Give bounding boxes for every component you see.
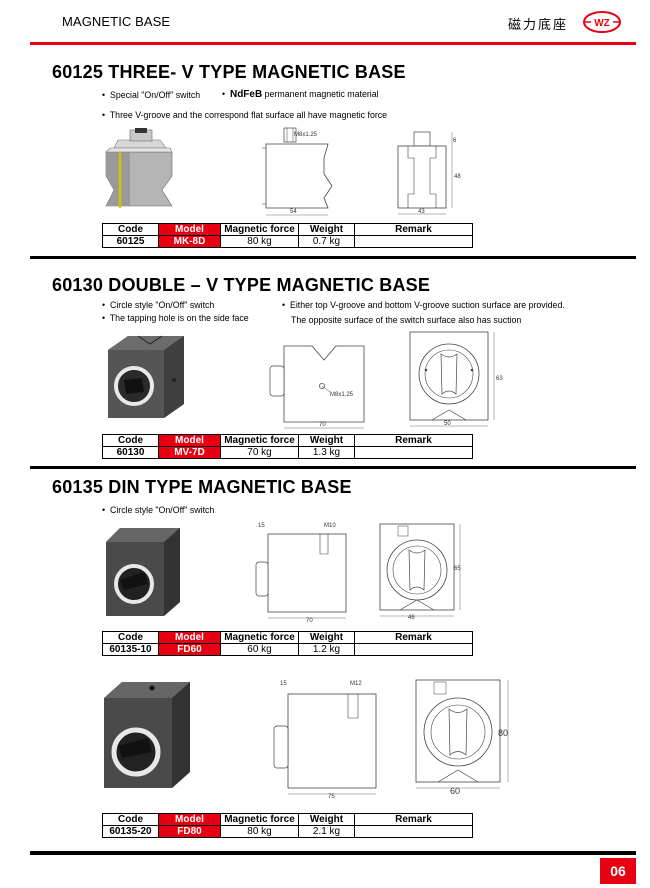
technical-drawing-60125-front: 54 M8x1.25 <box>262 127 333 216</box>
bullet: • Either top V-groove and bottom V-groov… <box>282 300 565 310</box>
section-separator <box>30 256 636 259</box>
page-header-chinese: 磁力底座 <box>508 18 569 33</box>
bullet: • Special "On/Off" switch <box>102 90 201 100</box>
col-header-force: Magnetic force <box>220 813 299 826</box>
remark-cell <box>354 643 473 656</box>
col-header-model: Model <box>158 434 221 447</box>
table-row: 60135-10 FD60 60 kg 1.2 kg <box>102 643 473 656</box>
dimension-label: 65 <box>454 566 461 572</box>
force-cell: 80 kg <box>220 825 299 838</box>
technical-drawing-60130-side: 63 50 <box>409 331 503 427</box>
page-number: 06 <box>600 858 636 884</box>
code-cell: 60130 <box>102 446 159 459</box>
dimension-label: 43 <box>418 209 425 215</box>
dimension-label: 46 <box>408 615 415 621</box>
header-rule <box>30 42 636 45</box>
product-image-60135-10 <box>106 528 180 616</box>
bullet: • Three V-groove and the correspond flat… <box>102 110 388 120</box>
dimension-label: 70 <box>306 618 313 624</box>
col-header-weight: Weight <box>298 813 355 826</box>
technical-drawing-60125-side: 6 48 43 <box>397 131 461 215</box>
spec-table-60135-20: Code Model Magnetic force Weight Remark … <box>102 813 473 838</box>
dimension-label: 50 <box>444 421 451 427</box>
dimension-label: 54 <box>290 209 297 215</box>
technical-drawing-60130-front: M8x1.25 70 <box>269 345 365 429</box>
technical-drawing-60135-10-front: 15 M10 70 <box>255 523 347 624</box>
table-row: 60135-20 FD80 80 kg 2.1 kg <box>102 825 473 838</box>
product-image-60135-20 <box>104 682 190 788</box>
dimension-label: M12 <box>350 681 362 687</box>
col-header-force: Magnetic force <box>220 434 299 447</box>
page-header-title: MAGNETIC BASE <box>62 14 171 29</box>
col-header-remark: Remark <box>354 813 473 826</box>
bullet: • Circle style "On/Off" switch <box>102 505 215 515</box>
table-row: 60125 MK-8D 80 kg 0.7 kg <box>102 235 473 248</box>
technical-drawing-60135-20-front: 15 M12 75 <box>273 681 377 800</box>
dimension-label: M8x1.25 <box>330 392 354 398</box>
weight-cell: 2.1 kg <box>298 825 355 838</box>
col-header-remark: Remark <box>354 434 473 447</box>
dimension-label: 6 <box>453 138 457 144</box>
section-title-60125: 60125 THREE- V TYPE MAGNETIC BASE <box>52 62 406 82</box>
bullet: • NdFeB permanent magnetic material <box>222 89 379 100</box>
col-header-weight: Weight <box>298 434 355 447</box>
bullet: The opposite surface of the switch surfa… <box>291 315 522 325</box>
col-header-remark: Remark <box>354 223 473 236</box>
dimension-label: 15 <box>258 523 265 529</box>
col-header-model: Model <box>158 631 221 644</box>
col-header-weight: Weight <box>298 223 355 236</box>
product-image-60130 <box>108 335 184 418</box>
logo-text: WZ <box>594 18 610 29</box>
remark-cell <box>354 446 473 459</box>
section-title-60135: 60135 DIN TYPE MAGNETIC BASE <box>52 477 352 497</box>
dimension-label: 60 <box>450 786 460 796</box>
col-header-remark: Remark <box>354 631 473 644</box>
dimension-label: 48 <box>454 174 461 180</box>
code-cell: 60135-20 <box>102 825 159 838</box>
weight-cell: 1.3 kg <box>298 446 355 459</box>
dimension-label: 70 <box>319 422 326 428</box>
section-separator <box>30 466 636 469</box>
col-header-model: Model <box>158 223 221 236</box>
dimension-label: 15 <box>280 681 287 687</box>
footer-rule <box>30 851 636 855</box>
technical-drawing-60135-20-side: 80 60 <box>415 679 509 796</box>
dimension-label: 75 <box>328 794 335 800</box>
model-cell: MK-8D <box>158 235 221 248</box>
brand-logo-icon: WZ <box>583 11 621 33</box>
technical-drawing-60135-10-side: 65 46 <box>379 523 461 621</box>
dimension-label: 80 <box>498 728 508 738</box>
weight-cell: 0.7 kg <box>298 235 355 248</box>
weight-cell: 1.2 kg <box>298 643 355 656</box>
remark-cell <box>354 235 473 248</box>
section-title-60130: 60130 DOUBLE – V TYPE MAGNETIC BASE <box>52 275 431 295</box>
col-header-force: Magnetic force <box>220 631 299 644</box>
bullet: • Circle style "On/Off" switch <box>102 300 215 310</box>
model-cell: FD60 <box>158 643 221 656</box>
spec-table-60135-10: Code Model Magnetic force Weight Remark … <box>102 631 473 656</box>
table-row: 60130 MV-7D 70 kg 1.3 kg <box>102 446 473 459</box>
force-cell: 70 kg <box>220 446 299 459</box>
force-cell: 60 kg <box>220 643 299 656</box>
code-cell: 60135-10 <box>102 643 159 656</box>
spec-table-60125: Code Model Magnetic force Weight Remark … <box>102 223 473 248</box>
dimension-label: M10 <box>324 523 336 529</box>
col-header-force: Magnetic force <box>220 223 299 236</box>
col-header-code: Code <box>102 223 159 236</box>
code-cell: 60125 <box>102 235 159 248</box>
col-header-code: Code <box>102 434 159 447</box>
spec-table-60130: Code Model Magnetic force Weight Remark … <box>102 434 473 459</box>
col-header-code: Code <box>102 631 159 644</box>
bullet: • The tapping hole is on the side face <box>102 313 249 323</box>
col-header-model: Model <box>158 813 221 826</box>
force-cell: 80 kg <box>220 235 299 248</box>
dimension-label: M8x1.25 <box>294 132 318 138</box>
remark-cell <box>354 825 473 838</box>
model-cell: MV-7D <box>158 446 221 459</box>
model-cell: FD80 <box>158 825 221 838</box>
col-header-weight: Weight <box>298 631 355 644</box>
product-image-60125 <box>105 128 173 208</box>
col-header-code: Code <box>102 813 159 826</box>
dimension-label: 63 <box>496 376 503 382</box>
